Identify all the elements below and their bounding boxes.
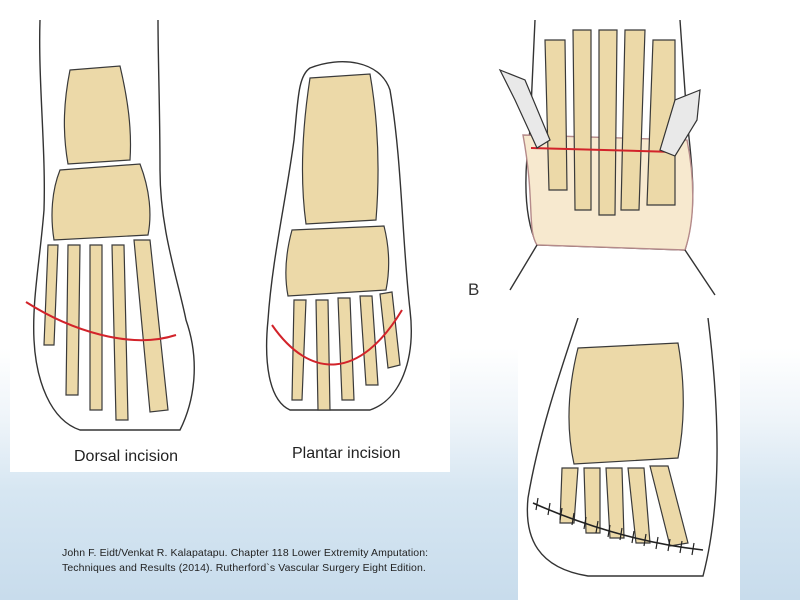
incision-illustration-panel: Dorsal incision Plantar incision — [10, 0, 450, 472]
citation-line-2: Techniques and Results (2014). Rutherfor… — [62, 562, 426, 574]
stump-outline — [526, 318, 718, 577]
amputation-level-line — [530, 147, 676, 153]
dorsal-incision-caption: Dorsal incision — [74, 448, 179, 465]
dorsal-midfoot-bones — [51, 163, 151, 241]
citation-text: John F. Eidt/Venkat R. Kalapatapu. Chapt… — [62, 546, 482, 576]
sutured-stump-illustration — [526, 318, 718, 577]
right-retractor — [659, 89, 701, 157]
dorsal-incision-line — [25, 301, 177, 342]
plantar-tarsal-bones — [301, 73, 379, 225]
stump-tarsal-bones — [568, 342, 684, 465]
retracted-amputation-illustration — [498, 19, 716, 296]
plantar-midfoot-bones — [285, 225, 390, 297]
citation-line-1: John F. Eidt/Venkat R. Kalapatapu. Chapt… — [62, 547, 429, 559]
suture-stitches — [535, 497, 695, 556]
retractor-handles — [509, 244, 716, 296]
sutured-stump-panel — [518, 318, 740, 600]
dorsal-tarsal-bones — [63, 65, 132, 165]
amputation-retractor-panel — [475, 0, 800, 305]
foot-skeleton-illustrations — [25, 19, 412, 431]
plantar-incision-line — [271, 309, 403, 366]
dorsal-foot-outline — [33, 19, 195, 431]
panel-b-marker: B — [468, 280, 480, 299]
suture-line — [532, 502, 704, 551]
plantar-incision-caption: Plantar incision — [292, 445, 401, 462]
left-retractor — [498, 68, 551, 149]
plantar-foot-outline — [265, 61, 412, 411]
